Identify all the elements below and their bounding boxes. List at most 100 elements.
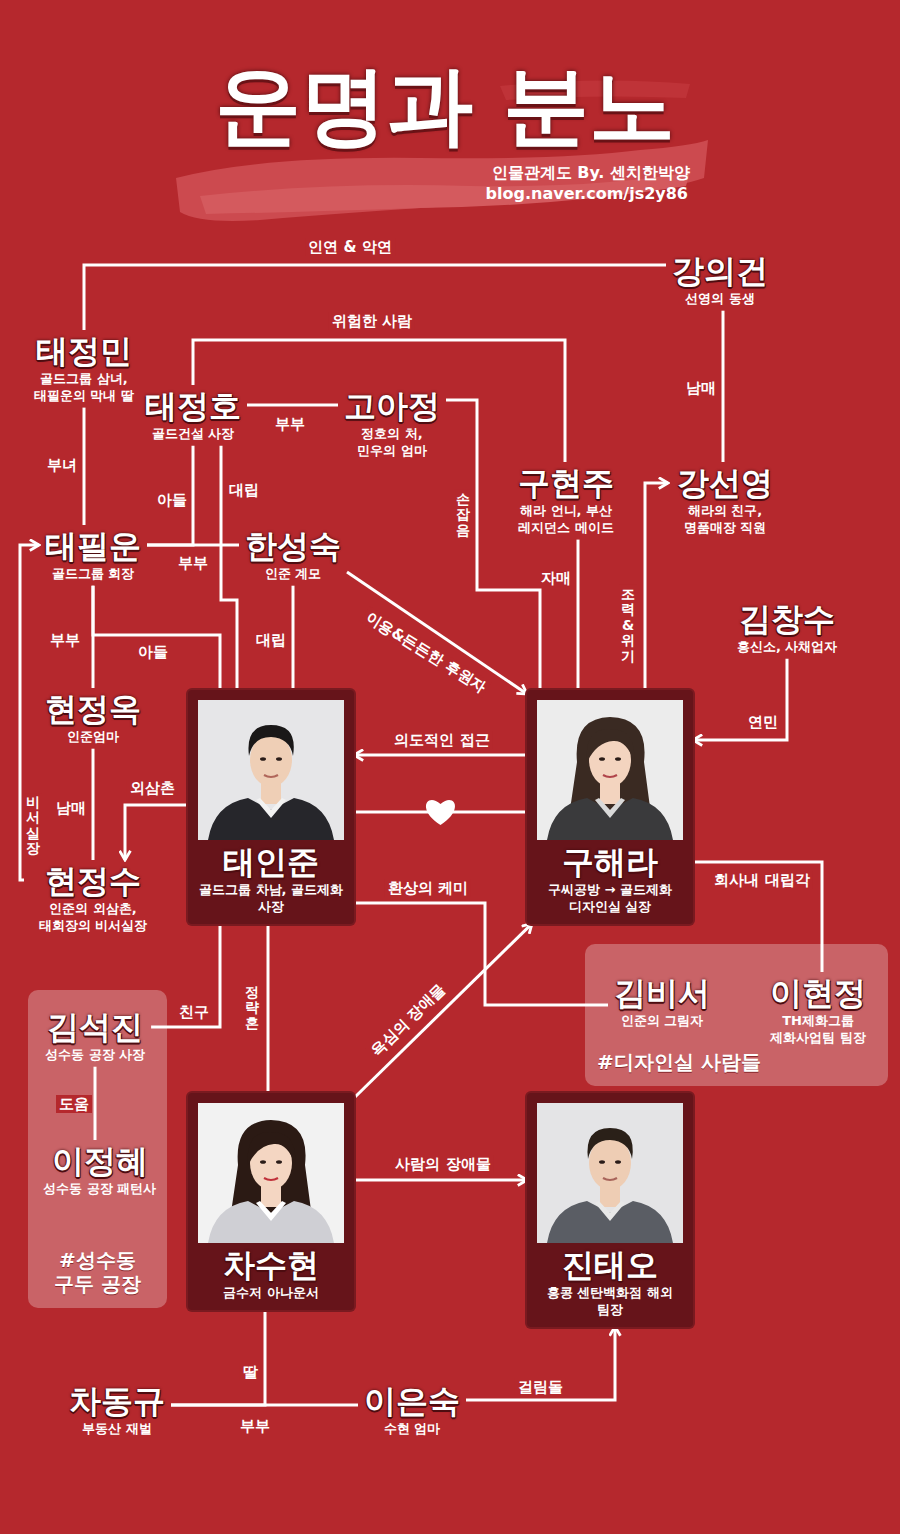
character-description: TH제화그룹 제화사업팀 팀장 <box>757 1013 879 1047</box>
relation-label: 자매 <box>538 569 574 587</box>
character-name: 구현주 <box>498 465 634 502</box>
character-node: 강선영해라의 친구, 명품매장 직원 <box>668 462 782 540</box>
character-card: 태인준골드그룹 차남, 골드제화 사장 <box>188 690 354 924</box>
relation-line <box>577 540 580 690</box>
character-description: 정호의 처, 민우의 엄마 <box>346 426 438 460</box>
relation-label: 정략혼 <box>243 983 261 1033</box>
character-name: 김창수 <box>737 601 837 638</box>
character-description: 해라 언니, 부산 레지던스 메이드 <box>498 503 634 537</box>
character-node: 현정옥인준엄마 <box>39 688 147 749</box>
photo-background <box>198 1103 344 1243</box>
relation-label: 아들 <box>135 643 171 661</box>
character-description: 골드그룹 삼녀, 태필운의 막내 딸 <box>19 371 149 405</box>
character-description: 골드그룹 회장 <box>45 566 141 583</box>
character-name: 태필운 <box>45 528 141 565</box>
character-description: 성수동 공장 사장 <box>45 1047 145 1064</box>
character-node: 김창수흥신소, 사채업자 <box>731 598 843 659</box>
relation-label: 도움 <box>56 1095 92 1113</box>
character-name: 현정수 <box>30 863 156 900</box>
group-panel: #디자인실 사람들김비서인준의 그림자이현정TH제화그룹 제화사업팀 팀장 <box>585 944 888 1086</box>
character-name: 이은숙 <box>364 1383 460 1420</box>
brush-stroke <box>176 140 708 221</box>
eye <box>260 1160 266 1164</box>
relation-label: 남매 <box>683 379 719 397</box>
character-description: 구씨공방 → 골드제화 디자인실 실장 <box>537 882 683 916</box>
relation-label: 사람의 장애물 <box>392 1155 493 1173</box>
eye <box>615 1160 621 1164</box>
shoulders <box>547 798 673 840</box>
relation-line <box>93 586 220 690</box>
portrait-illustration <box>537 700 683 840</box>
character-description: 성수동 공장 패턴사 <box>43 1181 156 1198</box>
relation-line <box>171 1310 265 1405</box>
eye <box>599 1160 605 1164</box>
relation-line <box>693 659 787 740</box>
character-description: 금수저 아나운서 <box>198 1285 344 1302</box>
relation-line <box>83 408 86 525</box>
group-tag: #성수동 구두 공장 <box>44 1248 152 1296</box>
caption: 인물관계도 By. 센치한박양 <box>492 163 690 182</box>
collar <box>595 1201 625 1221</box>
character-card: 구해라구씨공방 → 골드제화 디자인실 실장 <box>527 690 693 924</box>
character-description: 골드건설 사장 <box>145 426 241 443</box>
relation-label: 욕심의 장애물 <box>365 978 450 1061</box>
relation-label: 손잡음 <box>454 490 472 540</box>
relation-line <box>84 265 666 330</box>
collar <box>256 798 286 818</box>
relation-label: 환상의 케미 <box>385 879 471 897</box>
relation-label: 아들 <box>154 491 190 509</box>
relation-line <box>267 924 270 1093</box>
relation-line <box>247 404 338 407</box>
relation-label: 부부 <box>175 554 211 572</box>
heart-symbol <box>426 800 455 825</box>
character-name: 구해라 <box>537 844 683 881</box>
character-name: 태정호 <box>145 388 241 425</box>
character-card: 차수현금수저 아나운서 <box>188 1093 354 1310</box>
character-description: 흥신소, 사채업자 <box>737 639 837 656</box>
character-name: 이정혜 <box>43 1143 156 1180</box>
eye <box>260 757 266 761</box>
group-panel: #성수동 구두 공장김석진성수동 공장 사장이정혜성수동 공장 패턴사 <box>28 990 167 1308</box>
relation-label: 외삼촌 <box>127 779 178 797</box>
relation-label: 걸림돌 <box>515 1378 566 1396</box>
relation-label: 회사내 대립각 <box>711 871 812 889</box>
diagram-title: 운명과 분노 <box>0 60 890 150</box>
character-name: 이현정 <box>757 975 879 1012</box>
relation-label: 이용&든든한 후원자 <box>360 606 492 698</box>
relation-line <box>147 446 193 545</box>
relation-label: 부부 <box>237 1417 273 1435</box>
character-name: 강선영 <box>674 465 776 502</box>
mouth <box>264 1178 278 1180</box>
character-name: 김비서 <box>614 975 710 1012</box>
shoulders <box>208 1201 334 1243</box>
character-node: 이정혜성수동 공장 패턴사 <box>37 1140 162 1201</box>
character-node: 차동규부동산 재벌 <box>63 1380 171 1441</box>
relation-label: 부부 <box>47 631 83 649</box>
hair-front <box>587 729 635 762</box>
relation-label: 남매 <box>53 799 89 817</box>
photo-background <box>537 1103 683 1243</box>
relation-line <box>354 754 527 757</box>
photo-background <box>537 700 683 840</box>
character-node: 한성숙인준 계모 <box>239 525 347 586</box>
mouth <box>603 1178 617 1180</box>
character-name: 한성숙 <box>245 528 341 565</box>
hair-front <box>587 1128 632 1159</box>
relation-line <box>466 1327 615 1400</box>
blog-address: blog.naver.com/js2y86 <box>486 184 688 203</box>
relation-line <box>354 924 532 1098</box>
mouth <box>264 775 278 777</box>
character-description: 홍콩 센탄백화점 해외 팀장 <box>537 1285 683 1319</box>
character-description: 인준의 그림자 <box>614 1013 710 1030</box>
portrait-illustration <box>198 700 344 840</box>
relation-label: 연민 <box>745 713 781 731</box>
character-description: 인준의 외삼촌, 태회장의 비서실장 <box>30 901 156 935</box>
character-node: 태정호골드건설 사장 <box>139 385 247 446</box>
relation-label: 인연 & 악연 <box>305 238 395 256</box>
mouth <box>603 775 617 777</box>
character-description: 인준엄마 <box>45 729 141 746</box>
portrait-illustration <box>537 1103 683 1243</box>
character-name: 강의건 <box>672 253 768 290</box>
character-description: 수현 엄마 <box>364 1421 460 1438</box>
